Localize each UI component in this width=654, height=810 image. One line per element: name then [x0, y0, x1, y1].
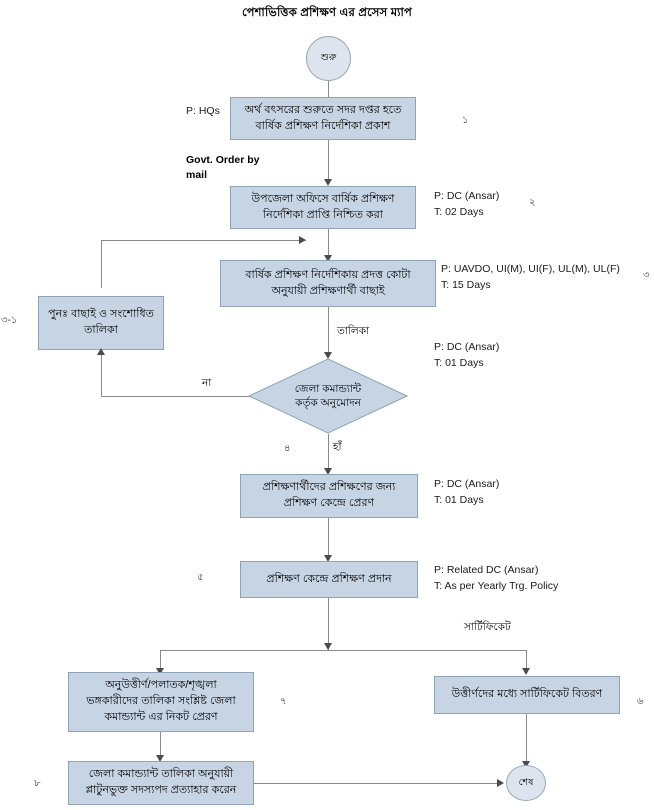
connector-certificate-to-end [526, 714, 527, 764]
node-select-trainees[interactable]: বার্ষিক প্রশিক্ষণ নির্দেশিকায় প্রদত্ত ক… [220, 260, 436, 307]
node-withdraw-membership-line1: জেলা কমান্ড্যান্ট তালিকা অনুযায়ী [88, 768, 234, 781]
node-send-to-center-line2: প্রশিক্ষণ কেন্দ্রে প্রেরণ [283, 497, 375, 509]
step-number-5: ৫ [197, 572, 204, 583]
node-reselect-list-line1: পুনঃ বাছাই ও সংশোধিত [48, 308, 154, 321]
node-failed-list-line1: অনুউত্তীর্ণ/পলাতক/শৃঙ্খলা [105, 679, 217, 692]
connector-withdraw-to-end [254, 783, 498, 784]
arrowhead-to-decision [323, 352, 332, 359]
step-number-4: ৪ [284, 443, 291, 454]
node-ensure-receipt-line2: নির্দেশিকা প্রাপ্তি নিশ্চিত করা [263, 208, 383, 221]
edge-label-yes: হাঁ [333, 441, 342, 453]
connector-publish-to-ensure [328, 140, 329, 182]
connector-training-to-split [328, 598, 329, 650]
node-start-label: শুরু [320, 52, 337, 63]
annotation-dc-ansar-2days: P: DC (Ansar) T: 02 Days [434, 190, 500, 218]
node-dc-approval-line1: জেলা কমান্ড্যান্ট [294, 382, 362, 395]
annotation-govt-order: Govt. Order by mail [186, 154, 260, 182]
arrowhead-at-split [323, 643, 332, 650]
arrowhead-to-ensure [323, 179, 332, 186]
arrowhead-no-branch [96, 348, 105, 355]
node-failed-list-line2: ভঙ্গকারীদের তালিকা সংশ্লিষ্ট জেলা [86, 695, 236, 708]
arrowhead-to-failed-list [155, 668, 164, 675]
node-publish-guideline-line1: অর্থ বৎসরের শুরুতে সদর দপ্তর হতে [244, 103, 402, 116]
node-start[interactable]: শুরু [306, 36, 351, 81]
node-distribute-certificate-line1: উত্তীর্ণদের মধ্যে সার্টিফিকেট বিতরণ [451, 688, 603, 701]
step-number-2: ২ [529, 197, 536, 208]
no-branch-vertical [101, 350, 102, 397]
page-title: পেশাভিত্তিক প্রশিক্ষণ এর প্রসেস ম্যাপ [241, 7, 413, 19]
yes-branch-vertical [328, 434, 329, 471]
node-provide-training[interactable]: প্রশিক্ষণ কেন্দ্রে প্রশিক্ষণ প্রদান [240, 561, 418, 598]
split-left-vertical [160, 650, 161, 672]
node-reselect-list[interactable]: পুনঃ বাছাই ও সংশোধিত তালিকা [38, 296, 164, 350]
node-publish-guideline-line2: বার্ষিক প্রশিক্ষণ নির্দেশিকা প্রকাশ [255, 119, 391, 132]
annotation-p-hqs: P: HQs [186, 105, 220, 117]
node-end[interactable]: শেষ [506, 765, 546, 801]
edge-label-no: না [202, 377, 212, 389]
connector-ensure-to-select [328, 229, 329, 260]
arrowhead-withdraw-to-end [497, 778, 504, 787]
arrowhead-loop-return [299, 235, 306, 244]
node-dc-approval[interactable]: জেলা কমান্ড্যান্ট কর্তৃক অনুমোদন [248, 358, 408, 434]
arrowhead-to-select [323, 255, 332, 262]
node-publish-guideline[interactable]: অর্থ বৎসরের শুরুতে সদর দপ্তর হতে বার্ষিক… [230, 97, 416, 140]
arrowhead-to-training [323, 555, 332, 562]
annotation-related-dc-policy: P: Related DC (Ansar) T: As per Yearly T… [434, 564, 559, 592]
loop-return-vertical [101, 240, 102, 288]
arrowhead-to-certificate [521, 668, 530, 675]
node-failed-list-line3: কমান্ড্যান্ট এর নিকট প্রেরণ [104, 710, 218, 723]
node-provide-training-line1: প্রশিক্ষণ কেন্দ্রে প্রশিক্ষণ প্রদান [266, 572, 392, 585]
step-number-7: ৭ [280, 696, 287, 707]
connector-failed-to-withdraw [160, 732, 161, 758]
node-dc-approval-line2: কর্তৃক [295, 397, 318, 409]
annotation-dc-ansar-1day-decision: P: DC (Ansar) T: 01 Days [434, 341, 500, 369]
no-branch-horizontal [101, 396, 249, 397]
step-number-8: ৮ [34, 778, 41, 789]
node-send-to-center-line1: প্রশিক্ষণার্থীদের প্রশিক্ষণের জন্য [262, 481, 396, 494]
node-ensure-receipt-line1: উপজেলা অফিসে বার্ষিক প্রশিক্ষণ [251, 192, 395, 205]
node-withdraw-membership-line2: প্লাটুনভুক্ত সদস্যপদ প্রত্যাহার করেন [85, 784, 237, 796]
node-end-label: শেষ [518, 776, 534, 788]
annotation-dc-ansar-1day-send: P: DC (Ansar) T: 01 Days [434, 478, 500, 506]
loop-return-horizontal [101, 240, 306, 241]
arrowhead-to-send-center [323, 468, 332, 475]
step-number-3-1: ৩-১ [1, 315, 18, 326]
node-select-trainees-line2: অনুযায়ী প্রশিক্ষণার্থী বাছাই [271, 284, 385, 297]
annotation-uavdo-15days: P: UAVDO, UI(M), UI(F), UL(M), UL(F) T: … [441, 263, 620, 291]
arrowhead-to-withdraw [155, 755, 164, 762]
arrowhead-certificate-to-end [521, 761, 530, 768]
connector-start-to-publish [328, 80, 329, 102]
split-horizontal-bus [160, 650, 526, 651]
step-number-1: ১ [462, 115, 469, 126]
node-select-trainees-line1: বার্ষিক প্রশিক্ষণ নির্দেশিকায় প্রদত্ত ক… [245, 268, 411, 281]
node-distribute-certificate[interactable]: উত্তীর্ণদের মধ্যে সার্টিফিকেট বিতরণ [434, 676, 620, 714]
edge-label-talika: তালিকা [337, 325, 370, 337]
node-reselect-list-line2: তালিকা [84, 324, 118, 336]
node-ensure-receipt[interactable]: উপজেলা অফিসে বার্ষিক প্রশিক্ষণ নির্দেশিক… [230, 186, 416, 229]
node-failed-list[interactable]: অনুউত্তীর্ণ/পলাতক/শৃঙ্খলা ভঙ্গকারীদের তা… [68, 672, 254, 732]
connector-send-to-training [328, 518, 329, 558]
step-number-6: ৬ [637, 696, 644, 707]
node-dc-approval-line3: অনুমোদন [320, 397, 361, 409]
node-withdraw-membership[interactable]: জেলা কমান্ড্যান্ট তালিকা অনুযায়ী প্লাটু… [68, 761, 254, 805]
split-right-vertical [526, 650, 527, 672]
node-send-to-center[interactable]: প্রশিক্ষণার্থীদের প্রশিক্ষণের জন্য প্রশি… [240, 474, 418, 518]
diamond-shape [248, 358, 408, 434]
edge-label-certificate: সার্টিফিকেট [464, 621, 511, 633]
step-number-3: ৩ [643, 270, 650, 281]
connector-select-to-decision [328, 307, 329, 355]
node-dc-approval-text: জেলা কমান্ড্যান্ট কর্তৃক অনুমোদন [285, 382, 371, 410]
